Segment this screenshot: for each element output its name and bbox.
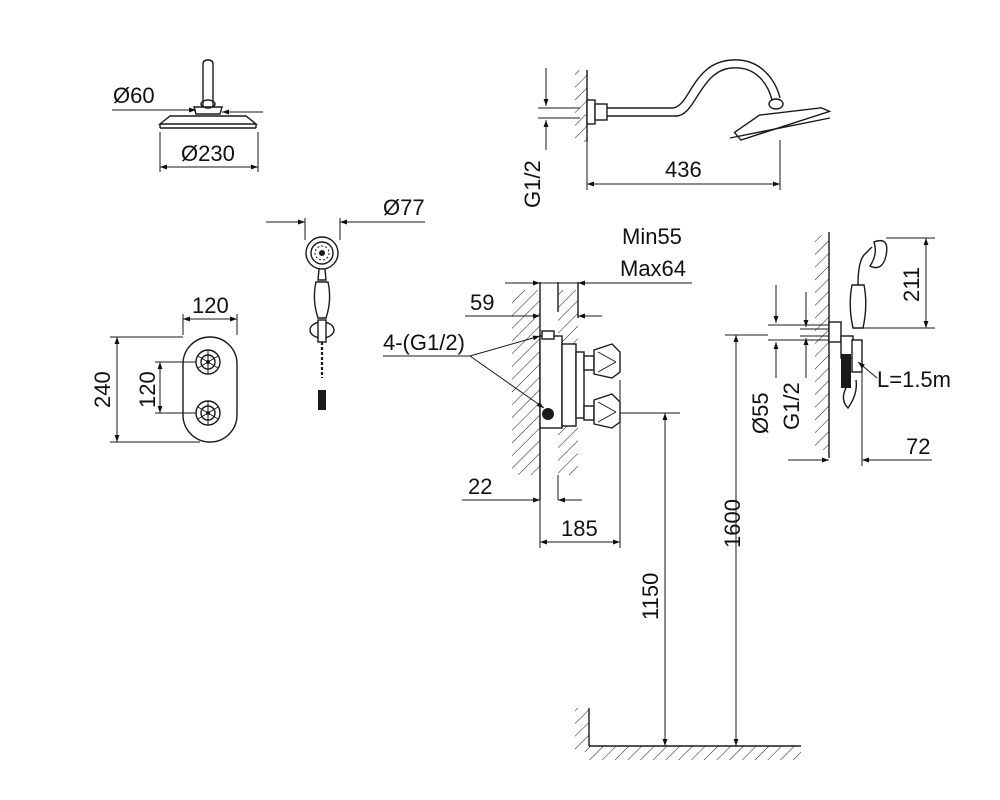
valve-offset-label: 59 (470, 290, 494, 315)
hand-shower-view: Ø77 (266, 195, 425, 410)
head-outer-diameter-label: Ø230 (181, 141, 235, 166)
valve-connections-label: 4-(G1/2) (383, 330, 465, 355)
valve-depth-min-label: Min55 (622, 224, 682, 249)
valve-front-view: 120 240 120 (90, 293, 238, 443)
arm-reach-label: 436 (665, 157, 702, 182)
section-handle-bottom (583, 393, 621, 429)
hose-length-label: L=1.5m (877, 367, 951, 392)
holder-height-label: 211 (899, 267, 924, 302)
valve-height-floor-label: 1150 (638, 573, 663, 620)
valve-wall-offset-label: 22 (468, 474, 492, 499)
section-handle-top (583, 343, 621, 379)
shower-head-top-view: Ø60 Ø230 (112, 59, 263, 172)
valve-knob-bottom (195, 400, 221, 426)
valve-width-label: 120 (192, 293, 229, 318)
holder-thread-label: G1/2 (779, 382, 804, 430)
valve-depth-max-label: Max64 (620, 256, 686, 281)
outlet-diameter-label: Ø55 (748, 392, 773, 434)
valve-section-view: Min55 Max64 59 4-(G1/2) (383, 224, 692, 746)
valve-projection-label: 185 (561, 516, 598, 541)
arm-thread-label: G1/2 (520, 160, 545, 208)
hand-shower-diameter-label: Ø77 (383, 195, 425, 220)
shower-arm-side-view: G1/2 436 (520, 59, 832, 208)
valve-knob-top (195, 349, 221, 375)
floor (575, 708, 801, 760)
valve-spacing-label: 120 (135, 371, 160, 408)
valve-height-label: 240 (90, 371, 115, 408)
holder-height-floor-label: 1600 (720, 499, 745, 548)
head-inner-diameter-label: Ø60 (113, 83, 155, 108)
holder-projection-label: 72 (906, 434, 930, 459)
hand-shower-holder-view: 211 L=1.5m Ø55 G1/2 72 1600 (720, 232, 951, 746)
